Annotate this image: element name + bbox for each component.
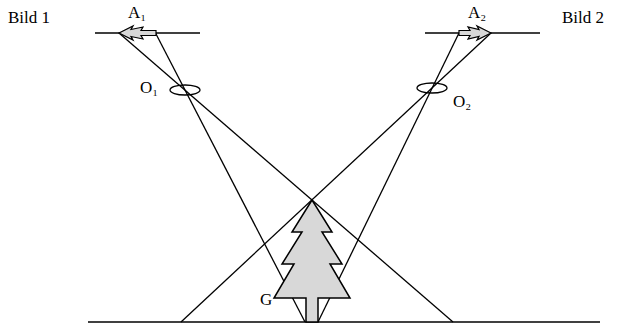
lens-label: O₁ xyxy=(140,78,158,98)
point-label: G xyxy=(260,290,272,310)
image-tree xyxy=(459,26,491,40)
ray xyxy=(119,33,453,322)
lens xyxy=(170,85,200,95)
image-caption: Bild 1 xyxy=(8,8,50,28)
point-label: A₁ xyxy=(128,3,146,23)
point-label: A₂ xyxy=(468,3,486,23)
lens-label: O₂ xyxy=(453,92,471,112)
object-tree xyxy=(274,200,350,322)
ray xyxy=(181,33,491,322)
ground-line xyxy=(88,321,600,322)
image-caption: Bild 2 xyxy=(562,8,604,28)
image-tree xyxy=(119,26,156,40)
lens xyxy=(417,83,447,93)
ray xyxy=(156,33,306,322)
